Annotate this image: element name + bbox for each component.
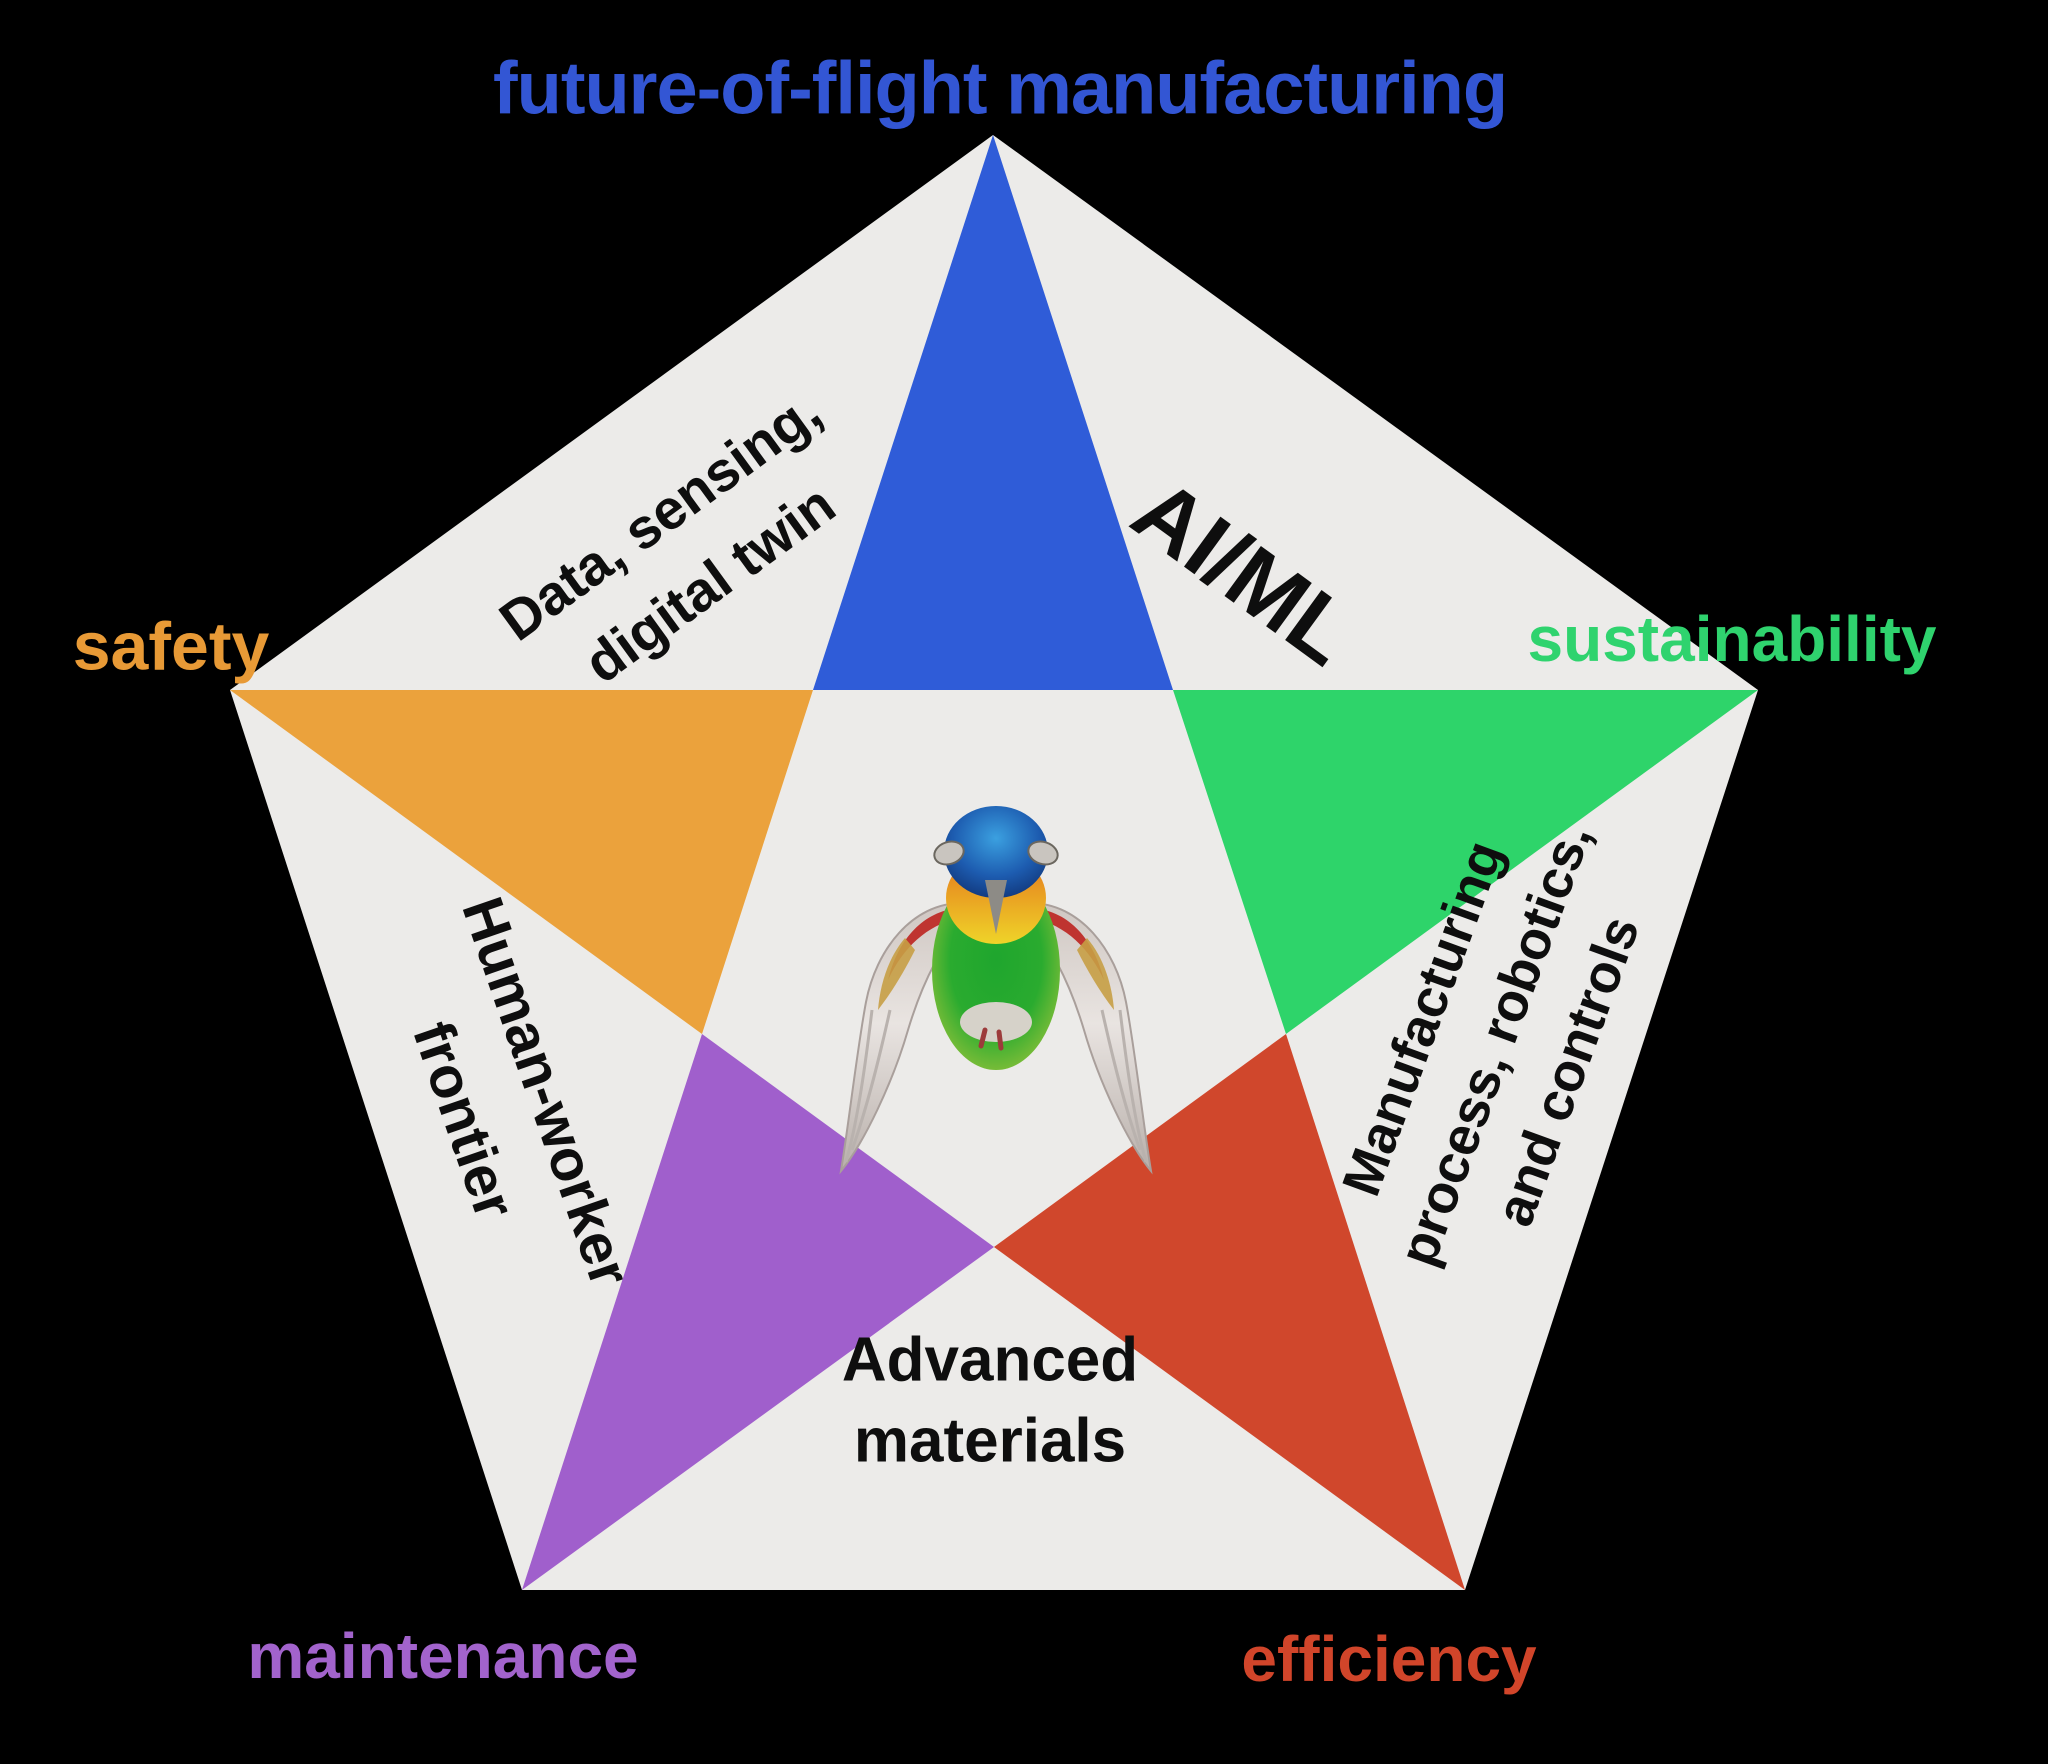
wedge-label-line: Advanced xyxy=(841,1325,1139,1395)
vertex-label-efficiency: efficiency xyxy=(1241,1622,1537,1695)
star-point-right-green xyxy=(1173,690,1758,1034)
title-future-of-flight-manufacturing: future-of-flight manufacturing xyxy=(492,46,1508,130)
bird-left-eye xyxy=(933,840,965,866)
bird-feet xyxy=(978,1027,1004,1051)
wedge-label-advanced-materials: Advanced materials xyxy=(842,1320,1138,1481)
star-point-top-blue xyxy=(813,135,1173,690)
star-point-left-orange xyxy=(230,690,813,1034)
bird-beak xyxy=(985,880,1007,934)
star-point-bottomright-red xyxy=(994,1034,1465,1590)
hummingbird-icon xyxy=(839,806,1153,1175)
wedge-label-line: materials xyxy=(853,1406,1127,1475)
star-point-bottomleft-purple xyxy=(522,1034,994,1590)
bird-right-eye xyxy=(1027,840,1059,866)
vertex-label-sustainability: sustainability xyxy=(1527,602,1937,675)
vertex-label-maintenance: maintenance xyxy=(247,1619,639,1692)
vertex-label-safety: safety xyxy=(72,608,270,685)
